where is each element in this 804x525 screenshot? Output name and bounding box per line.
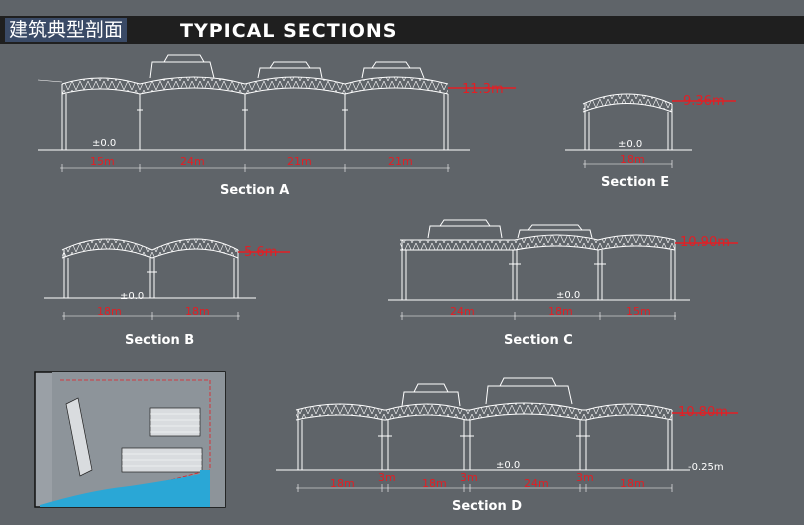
section-c-level-label: ±0.0 — [556, 290, 580, 301]
section-c-column-2 — [509, 250, 521, 300]
site-plan-ground — [52, 372, 225, 507]
section-c-span-1: 24m — [450, 305, 475, 318]
section-c-height-label: 10.90m — [680, 235, 730, 250]
section-d-dimension-ticks — [297, 484, 673, 492]
section-b-span-2: 18m — [185, 305, 210, 318]
section-d: 10.80m ±0.0 -0.25m 18m 3m 18m 3m 24m 3m … — [276, 377, 738, 514]
site-plan-roof-lines-north — [150, 413, 200, 433]
section-a-column-1 — [61, 84, 67, 150]
section-a-dimension-ticks — [61, 164, 449, 172]
section-c-column-1 — [401, 240, 407, 300]
section-d-span-4: 3m — [460, 471, 478, 484]
section-a-monitor-2 — [257, 61, 323, 79]
section-d-span-5: 24m — [524, 477, 549, 490]
section-a-column-2 — [137, 94, 143, 150]
section-d-monitor-1 — [401, 383, 461, 407]
section-d-level-label: ±0.0 — [496, 460, 520, 471]
section-c: 10.90m ±0.0 24m 18m 15m Section C — [388, 219, 738, 348]
section-c-monitor-1 — [427, 219, 503, 239]
section-d-column-5 — [667, 410, 673, 470]
section-c-span-2: 18m — [548, 305, 573, 318]
section-a-roof-edge — [37, 79, 63, 83]
section-e-level-label: ±0.0 — [618, 139, 642, 150]
section-d-truss-web — [296, 403, 672, 420]
section-b-truss-web — [62, 239, 238, 258]
section-e-column-left — [584, 104, 590, 150]
section-d-column-4 — [576, 420, 590, 470]
section-b-title: Section B — [125, 333, 194, 348]
section-c-span-3: 15m — [626, 305, 651, 318]
section-a-span-1: 15m — [90, 155, 115, 168]
section-a-monitor-3 — [361, 61, 425, 79]
section-a-title: Section A — [220, 183, 289, 198]
section-e: 9.36m ±0.0 18m Section E — [565, 93, 736, 190]
section-a-column-4 — [342, 94, 348, 150]
section-a-column-5 — [443, 94, 449, 150]
section-e-span-1: 18m — [620, 153, 645, 166]
section-d-span-2: 3m — [378, 471, 396, 484]
section-a: 11.3m ±0.0 15m 24m 21m 21m Section A — [37, 54, 516, 198]
site-plan-inset — [34, 371, 226, 508]
section-d-height-label: 10.80m — [678, 405, 728, 420]
section-c-column-3 — [594, 250, 606, 300]
section-c-title: Section C — [504, 333, 573, 348]
title-cn-highlight: 建筑典型剖面 — [5, 18, 128, 42]
section-e-height-label: 9.36m — [683, 94, 725, 109]
section-d-column-2 — [378, 420, 392, 470]
section-c-dimension-ticks — [401, 312, 676, 320]
section-d-level-2-label: -0.25m — [688, 462, 724, 473]
section-a-monitor-1 — [149, 54, 215, 79]
section-b-dimension-ticks — [63, 312, 239, 320]
section-a-column-3 — [242, 94, 248, 150]
section-c-monitor-2 — [517, 224, 593, 239]
site-plan-roof-lines-south — [122, 453, 202, 467]
section-b-column-2 — [147, 258, 157, 298]
section-c-column-4 — [670, 240, 676, 300]
section-d-span-3: 18m — [422, 477, 447, 490]
section-d-column-1 — [297, 410, 303, 470]
section-c-truss-web — [400, 235, 675, 250]
section-e-column-right — [667, 104, 673, 150]
section-d-span-1: 18m — [330, 477, 355, 490]
section-a-level-label: ±0.0 — [92, 138, 116, 149]
section-b-level-label: ±0.0 — [120, 291, 144, 302]
section-e-dimension-ticks — [584, 160, 673, 168]
title-cn: 建筑典型剖面 — [9, 19, 124, 41]
header-bar: 建筑典型剖面 TYPICAL SECTIONS — [0, 16, 804, 44]
section-b-height-label: 5.6m — [244, 245, 277, 260]
site-plan-building-north — [149, 407, 201, 437]
section-a-truss-web — [62, 77, 448, 94]
section-b-span-1: 18m — [97, 305, 122, 318]
section-b: 5.6m ±0.0 18m 18m Section B — [44, 238, 290, 348]
section-d-column-3 — [460, 420, 474, 470]
site-plan-water-channel — [200, 470, 210, 507]
section-a-span-3: 21m — [287, 155, 312, 168]
section-a-height-label: 11.3m — [462, 82, 504, 97]
section-d-span-6: 3m — [576, 471, 594, 484]
section-d-monitor-2 — [485, 377, 573, 405]
section-d-title: Section D — [452, 499, 522, 514]
section-a-span-4: 21m — [388, 155, 413, 168]
section-b-column-1 — [63, 250, 69, 298]
section-b-column-3 — [233, 250, 239, 298]
section-d-span-7: 18m — [620, 477, 645, 490]
section-e-title: Section E — [601, 175, 669, 190]
site-plan-building-west — [65, 397, 93, 477]
title-en: TYPICAL SECTIONS — [180, 20, 398, 42]
site-plan-water — [40, 474, 204, 507]
section-a-span-2: 24m — [180, 155, 205, 168]
section-e-truss-web — [583, 94, 672, 112]
